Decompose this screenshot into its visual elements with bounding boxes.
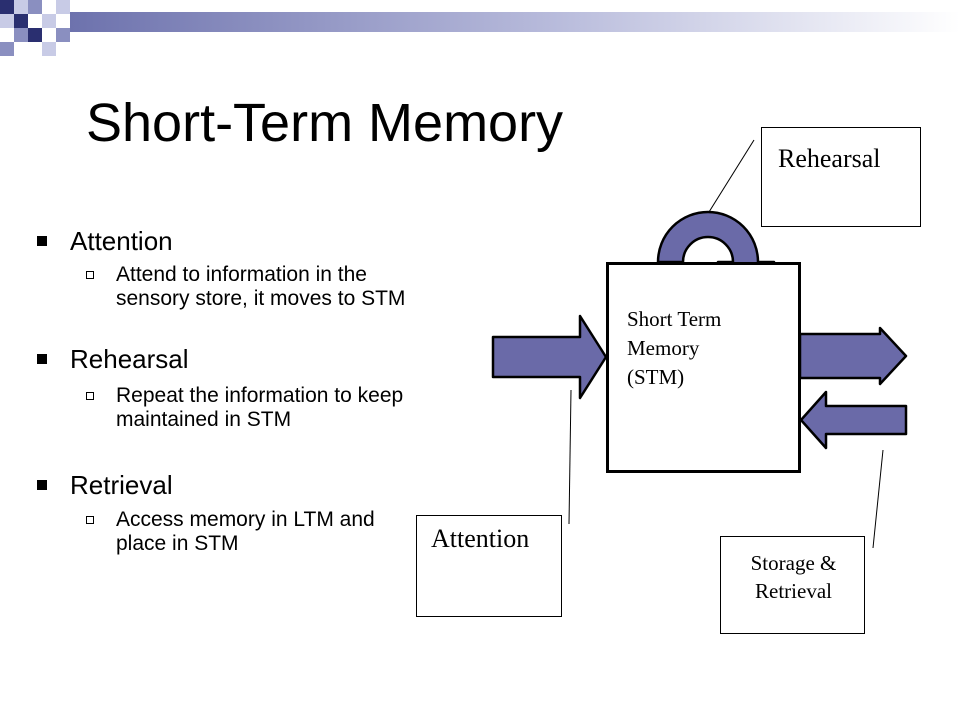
attention-callout-label: Attention [431,524,530,553]
bullet-heading-attention: Attention [70,226,173,256]
title-decoration-bar [0,0,960,56]
rehearsal-callout: Rehearsal [761,127,921,227]
bullet-square-icon [37,480,47,490]
sub-bullet-square-icon [86,271,94,279]
input-arrow [491,314,608,400]
rehearsal-leader-line [708,139,755,213]
attention-leader-line [568,389,572,525]
storage-retrieval-callout-label: Storage & Retrieval [750,551,837,603]
bullet-square-icon [37,236,47,246]
storage-retrieval-callout: Storage & Retrieval [720,536,865,634]
bullet-heading-retrieval: Retrieval [70,470,173,500]
storage-leader-line [872,449,884,549]
rehearsal-callout-label: Rehearsal [778,144,881,173]
sub-bullet-square-icon [86,516,94,524]
bullet-heading-rehearsal: Rehearsal [70,344,189,374]
bullet-detail-rehearsal: Repeat the information to keep maintaine… [116,384,404,431]
attention-callout: Attention [416,515,562,617]
sub-bullet-square-icon [86,392,94,400]
bullet-detail-attention: Attend to information in the sensory sto… [116,263,406,310]
bullet-square-icon [37,354,47,364]
slide-title: Short-Term Memory [86,93,564,153]
retrieval-input-arrow [799,390,908,450]
storage-output-arrow [798,326,908,386]
bullet-detail-retrieval: Access memory in LTM and place in STM [116,508,375,555]
stm-box: Short Term Memory (STM) [606,262,801,473]
stm-box-label: Short Term Memory (STM) [627,307,722,389]
